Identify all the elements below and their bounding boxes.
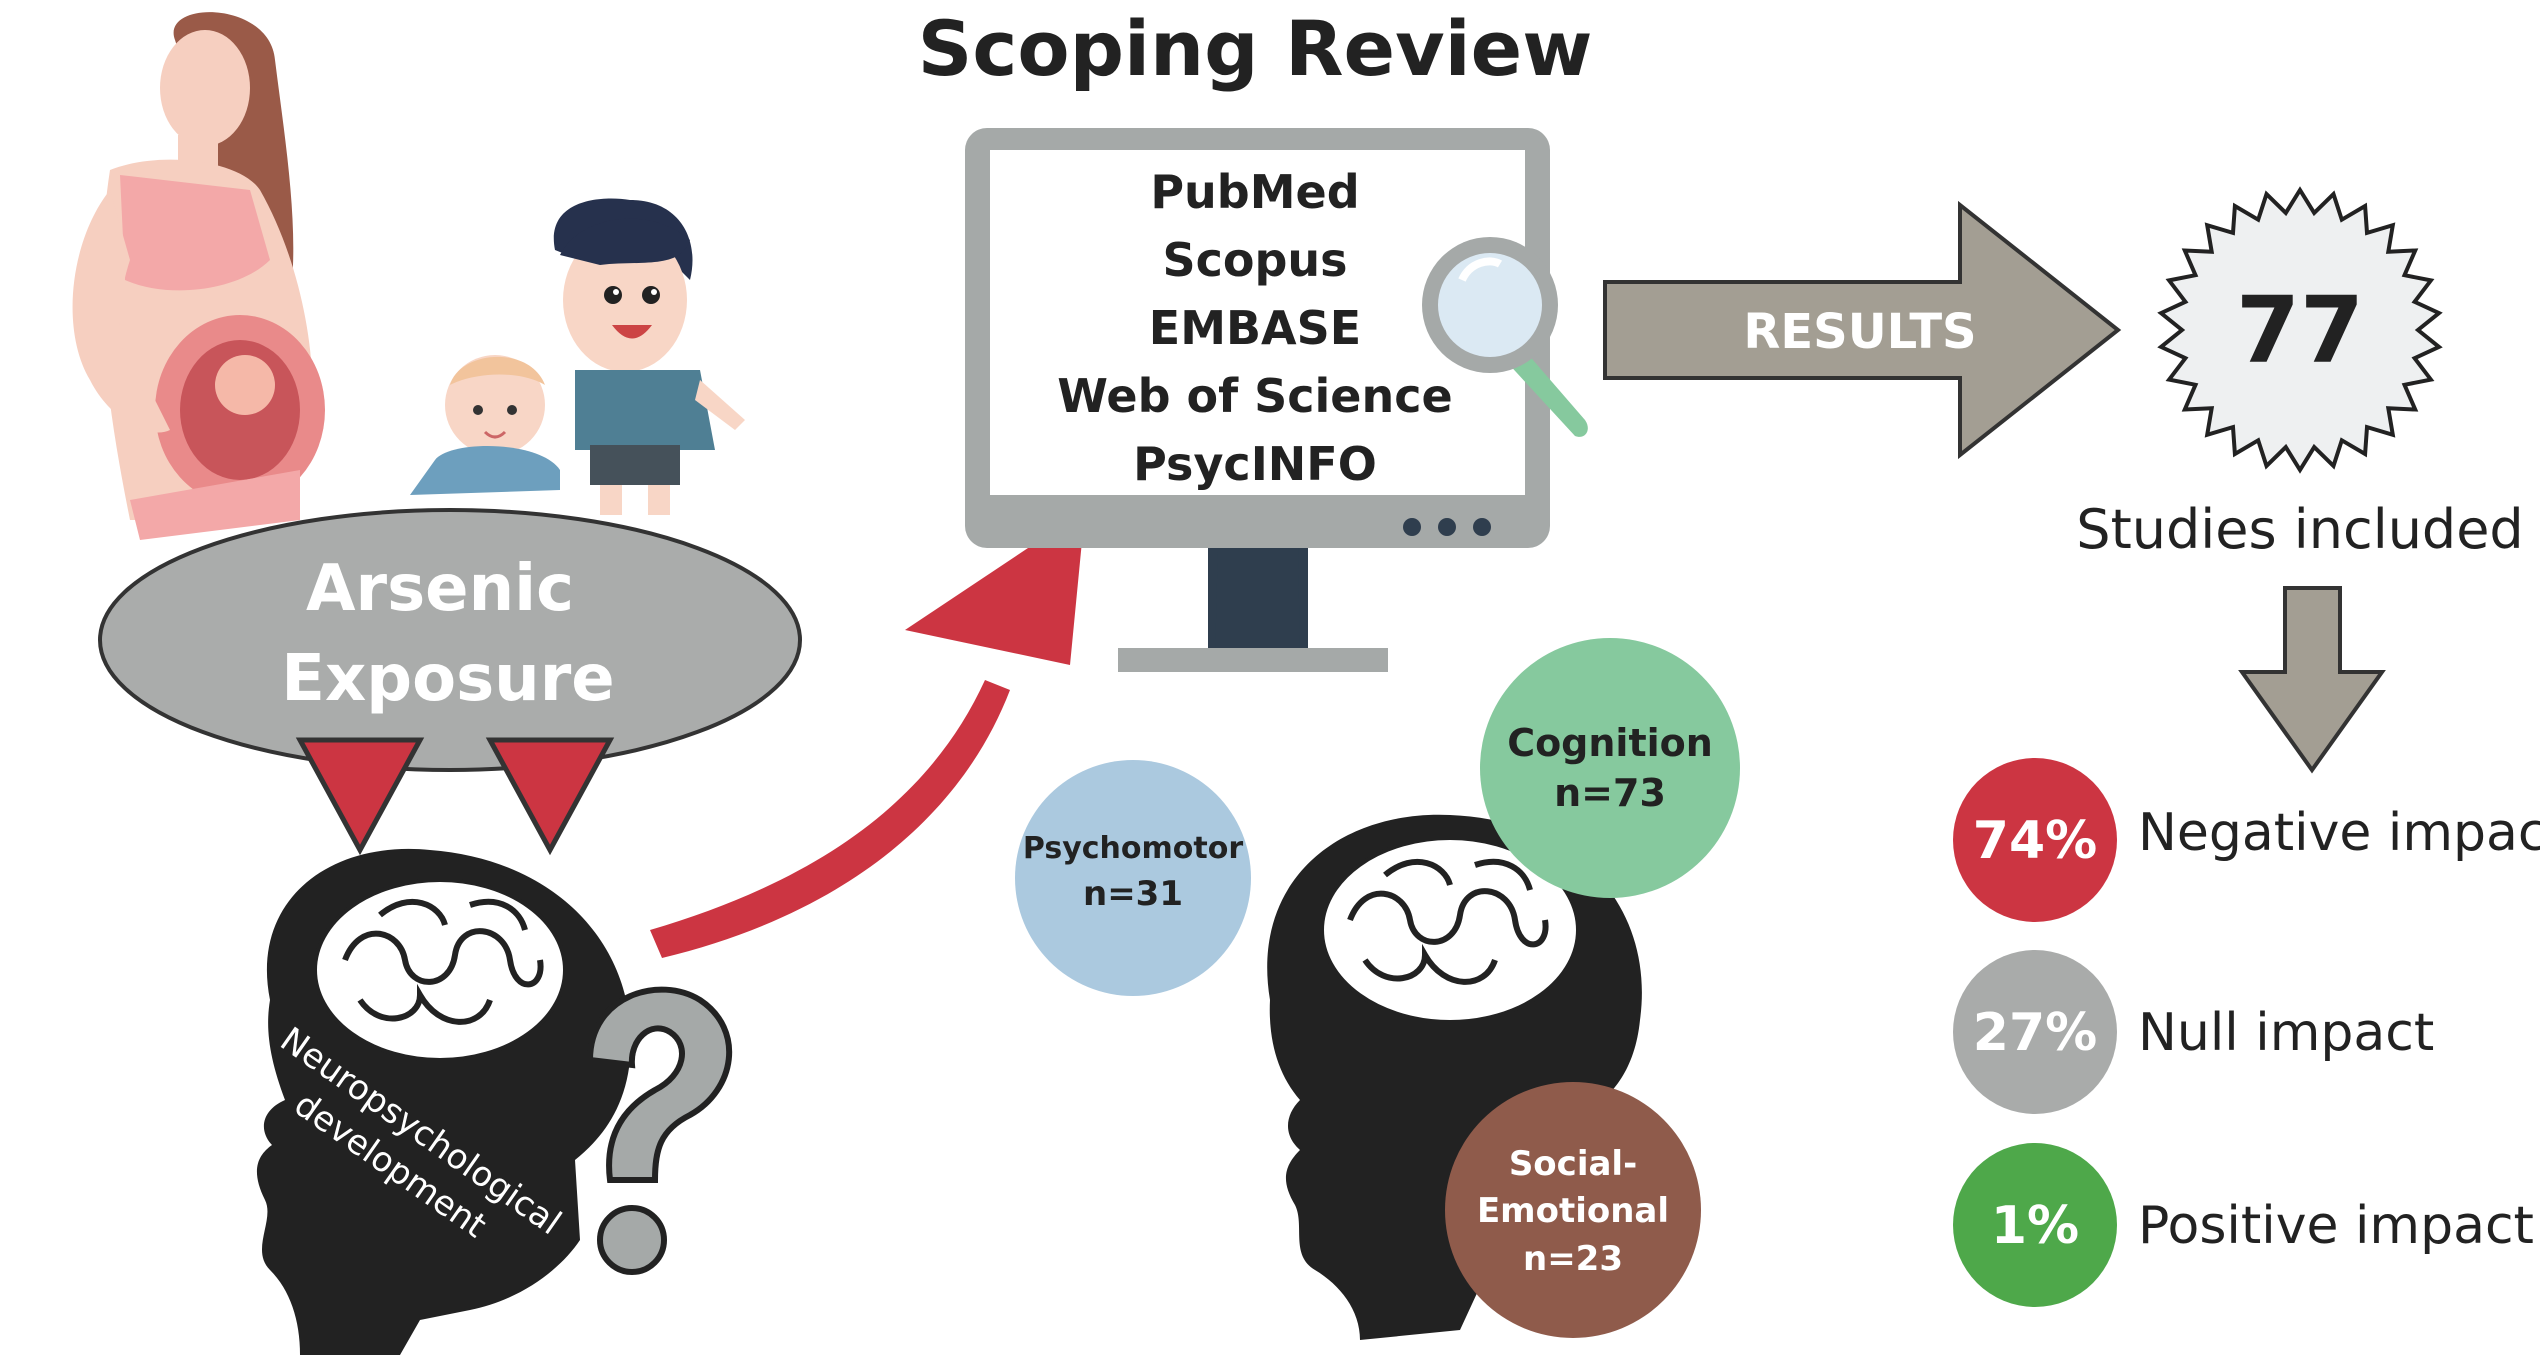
studies-count: 77 <box>2236 277 2364 384</box>
results-arrow: RESULTS <box>1603 200 2122 460</box>
impact-positive-label: Positive impact <box>2138 1196 2534 1256</box>
impact-positive: 1% Positive impact <box>1953 1143 2534 1307</box>
baby-illustration <box>410 355 560 495</box>
social-line2: Emotional <box>1477 1191 1669 1231</box>
domain-cognition: Cognition n=73 <box>1480 638 1740 898</box>
page-title: Scoping Review <box>918 4 1593 93</box>
brain-icon <box>313 878 567 1062</box>
cognition-circle <box>1480 638 1740 898</box>
cognition-n: n=73 <box>1554 771 1666 815</box>
exposure-line2: Exposure <box>281 642 614 716</box>
brain-icon <box>1320 836 1580 1024</box>
database-web-of-science: Web of Science <box>1057 369 1452 423</box>
boy-illustration <box>553 198 745 515</box>
database-embase: EMBASE <box>1149 301 1361 355</box>
psychomotor-name: Psychomotor <box>1023 831 1243 866</box>
impact-positive-percent: 1% <box>1991 1196 2079 1256</box>
database-pubmed: PubMed <box>1150 165 1359 219</box>
impact-negative-label: Negative impact <box>2138 803 2540 863</box>
impact-negative-percent: 74% <box>1973 811 2097 871</box>
impact-positive-circle <box>1953 1143 2117 1307</box>
social-line1: Social- <box>1509 1144 1637 1184</box>
magnifying-glass-icon <box>1422 237 1588 437</box>
down-arrow <box>2238 586 2386 774</box>
impact-negative: 74% Negative impact <box>1953 758 2540 922</box>
impact-null-label: Null impact <box>2138 1003 2434 1063</box>
domain-psychomotor: Psychomotor n=31 <box>1015 760 1251 996</box>
pregnant-woman-illustration <box>72 12 325 540</box>
studies-label: Studies included <box>2076 498 2523 561</box>
psychomotor-n: n=31 <box>1083 874 1183 914</box>
social-n: n=23 <box>1523 1239 1623 1279</box>
impact-null-percent: 27% <box>1973 1003 2097 1063</box>
down-chevrons <box>295 737 615 856</box>
head-question-illustration: Neuropsychological development <box>256 848 733 1355</box>
impact-null-circle <box>1953 950 2117 1114</box>
database-scopus: Scopus <box>1162 233 1347 287</box>
exposure-line1: Arsenic <box>306 552 574 626</box>
psychomotor-circle <box>1015 760 1251 996</box>
impact-null: 27% Null impact <box>1953 950 2434 1114</box>
impact-negative-circle <box>1953 758 2117 922</box>
curved-red-arrow <box>650 510 1085 958</box>
results-label: RESULTS <box>1743 304 1976 360</box>
studies-count-badge: 77 <box>2157 186 2443 474</box>
database-psycinfo: PsycINFO <box>1133 437 1377 491</box>
cognition-name: Cognition <box>1507 721 1713 765</box>
question-mark-icon <box>586 986 733 1275</box>
arsenic-exposure-bubble: Arsenic Exposure <box>98 508 802 772</box>
social-circle <box>1445 1082 1701 1338</box>
database-list: PubMed Scopus EMBASE Web of Science Psyc… <box>1057 165 1452 491</box>
domain-social-emotional: Social- Emotional n=23 <box>1445 1082 1701 1338</box>
